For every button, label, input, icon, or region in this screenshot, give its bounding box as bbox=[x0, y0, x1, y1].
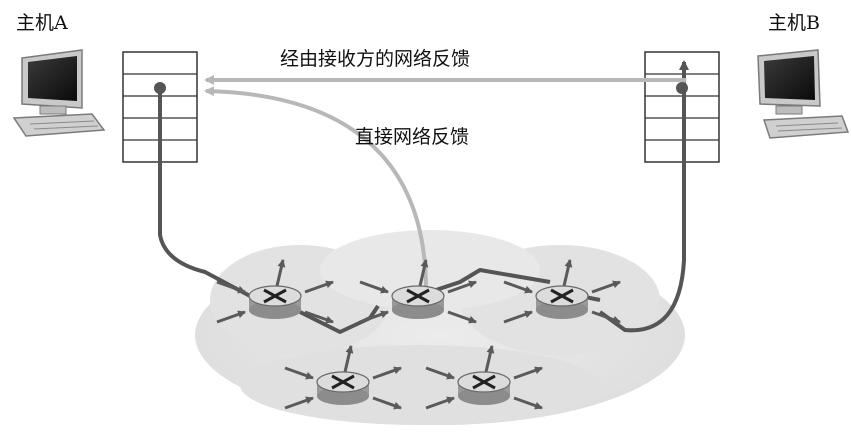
router-3-link-arrow-5 bbox=[562, 259, 573, 287]
router-3-link-arrow-3 bbox=[591, 310, 621, 324]
host-b-label: 主机B bbox=[768, 12, 820, 34]
router-5-link-arrow-5 bbox=[484, 345, 495, 373]
data-path-a-to-network bbox=[158, 88, 251, 298]
router-4-link-arrow-4 bbox=[372, 366, 402, 380]
host-b-computer-icon bbox=[757, 49, 850, 139]
router-2-link-arrow-4 bbox=[447, 280, 477, 294]
router-1-body-base bbox=[249, 301, 301, 319]
host-a-label: 主机A bbox=[16, 12, 68, 34]
router-1-cross-icon-2 bbox=[263, 288, 287, 304]
router-2 bbox=[359, 259, 477, 324]
host-a-computer-icon bbox=[12, 49, 106, 137]
router-5-cross-icon-2 bbox=[472, 374, 496, 390]
router-3-link-arrow-2 bbox=[503, 310, 533, 324]
router-4-link-arrow-5 bbox=[343, 345, 354, 373]
router-4-link-arrow-2 bbox=[284, 396, 314, 410]
router-4-body-base bbox=[317, 387, 369, 405]
router-1-link-arrow-5 bbox=[275, 259, 286, 287]
router-4-link-arrow-1 bbox=[284, 366, 314, 380]
router-5-link-arrow-3 bbox=[513, 396, 543, 410]
router-4-cross-icon-2 bbox=[331, 374, 355, 390]
data-path-network-to-b bbox=[598, 60, 689, 333]
router-1-link-arrow-1 bbox=[216, 280, 246, 294]
host-a-stack-dot bbox=[154, 82, 166, 94]
router-2-body-base bbox=[392, 301, 444, 319]
direct-feedback-label: 直接网络反馈 bbox=[355, 126, 470, 148]
router-2-link-arrow-2 bbox=[359, 310, 389, 324]
receiver-feedback-arrow bbox=[204, 75, 687, 89]
router-3-link-arrow-4 bbox=[591, 280, 621, 294]
receiver-feedback-label: 经由接收方的网络反馈 bbox=[280, 48, 471, 70]
router-2-cross-icon-2 bbox=[406, 288, 430, 304]
direct-feedback-arrow bbox=[204, 86, 428, 291]
router-1 bbox=[216, 259, 334, 324]
router-5-body-base bbox=[458, 387, 510, 405]
router-5-link-arrow-4 bbox=[513, 366, 543, 380]
router-4 bbox=[284, 345, 402, 410]
router-3-cross-icon-2 bbox=[550, 288, 574, 304]
router-5-link-arrow-1 bbox=[425, 366, 455, 380]
router-1-link-arrow-3 bbox=[304, 310, 334, 324]
network-cloud bbox=[195, 230, 685, 425]
host-b-stack-dot bbox=[676, 82, 688, 94]
router-4-link-arrow-3 bbox=[372, 396, 402, 410]
router-3-link-arrow-1 bbox=[503, 280, 533, 294]
router-1-link-arrow-4 bbox=[304, 280, 334, 294]
router-2-link-arrow-3 bbox=[447, 310, 477, 324]
router-2-link-arrow-5 bbox=[418, 259, 429, 287]
router-2-link-arrow-1 bbox=[359, 280, 389, 294]
router-1-link-arrow-2 bbox=[216, 310, 246, 324]
router-3 bbox=[503, 259, 621, 324]
router-5 bbox=[425, 345, 543, 410]
router-5-link-arrow-2 bbox=[425, 396, 455, 410]
router-3-body-base bbox=[536, 301, 588, 319]
